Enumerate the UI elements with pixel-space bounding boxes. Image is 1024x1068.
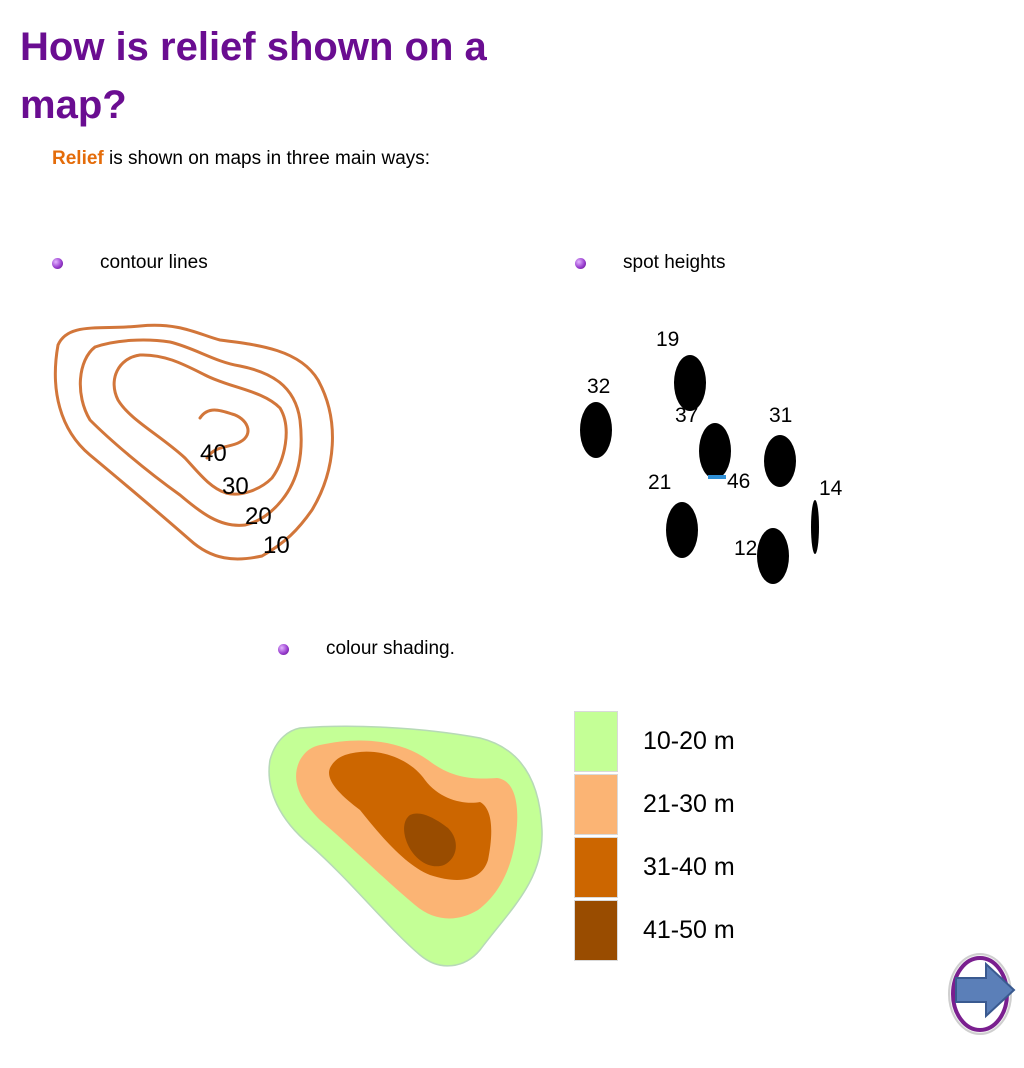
next-slide-button[interactable] bbox=[946, 950, 1020, 1038]
spot-label-37: 37 bbox=[675, 404, 698, 427]
bullet-spot-heights: spot heights bbox=[575, 252, 725, 274]
bullet-label: spot heights bbox=[623, 252, 726, 273]
contour-label-10: 10 bbox=[263, 532, 290, 559]
spot-label-32: 32 bbox=[587, 375, 610, 398]
spot-label-31: 31 bbox=[769, 404, 792, 427]
spot-height-marker bbox=[699, 423, 731, 479]
intro-keyword: Relief bbox=[52, 148, 104, 169]
contour-line-30 bbox=[112, 353, 288, 496]
page-title: How is relief shown on a map? bbox=[20, 25, 487, 127]
arrow-right-icon bbox=[948, 953, 1016, 1035]
contour-line-20 bbox=[78, 338, 303, 527]
legend-label-10-20: 10-20 m bbox=[643, 727, 735, 755]
contour-line-40 bbox=[198, 408, 250, 460]
bullet-label: colour shading. bbox=[326, 638, 455, 659]
spot-height-dot bbox=[708, 475, 726, 479]
spot-label-46: 46 bbox=[727, 470, 750, 493]
legend-label-41-50: 41-50 m bbox=[643, 916, 735, 944]
spot-height-marker bbox=[764, 435, 796, 487]
legend-swatch-41-50 bbox=[574, 900, 618, 961]
bullet-label: contour lines bbox=[100, 252, 208, 273]
legend-label-21-30: 21-30 m bbox=[643, 790, 735, 818]
legend-swatch-31-40 bbox=[574, 837, 618, 898]
spot-height-marker bbox=[666, 502, 698, 558]
spot-height-marker bbox=[674, 355, 706, 411]
intro-rest: is shown on maps in three main ways: bbox=[103, 148, 431, 169]
bullet-icon bbox=[52, 257, 63, 269]
bullet-icon bbox=[278, 643, 289, 655]
contour-line-10 bbox=[53, 323, 334, 561]
spot-height-marker bbox=[757, 528, 789, 584]
spot-height-marker bbox=[811, 500, 819, 554]
bullet-contour-lines: contour lines bbox=[52, 252, 208, 274]
intro-text: Relief is shown on maps in three main wa… bbox=[52, 148, 430, 170]
spot-label-14: 14 bbox=[819, 477, 843, 500]
shading-layer-41-50 bbox=[404, 813, 456, 867]
spot-height-marker bbox=[580, 402, 612, 458]
bullet-icon bbox=[575, 257, 586, 269]
bullet-colour-shading: colour shading. bbox=[278, 638, 455, 660]
spot-label-21: 21 bbox=[648, 471, 671, 494]
spot-label-12: 12 bbox=[734, 537, 757, 560]
contour-label-40: 40 bbox=[200, 440, 227, 467]
contour-label-20: 20 bbox=[245, 503, 272, 530]
contour-label-30: 30 bbox=[222, 473, 249, 500]
legend-label-31-40: 31-40 m bbox=[643, 853, 735, 881]
legend-swatch-21-30 bbox=[574, 774, 618, 835]
legend-swatch-10-20 bbox=[574, 711, 618, 772]
spot-label-19: 19 bbox=[656, 328, 679, 351]
